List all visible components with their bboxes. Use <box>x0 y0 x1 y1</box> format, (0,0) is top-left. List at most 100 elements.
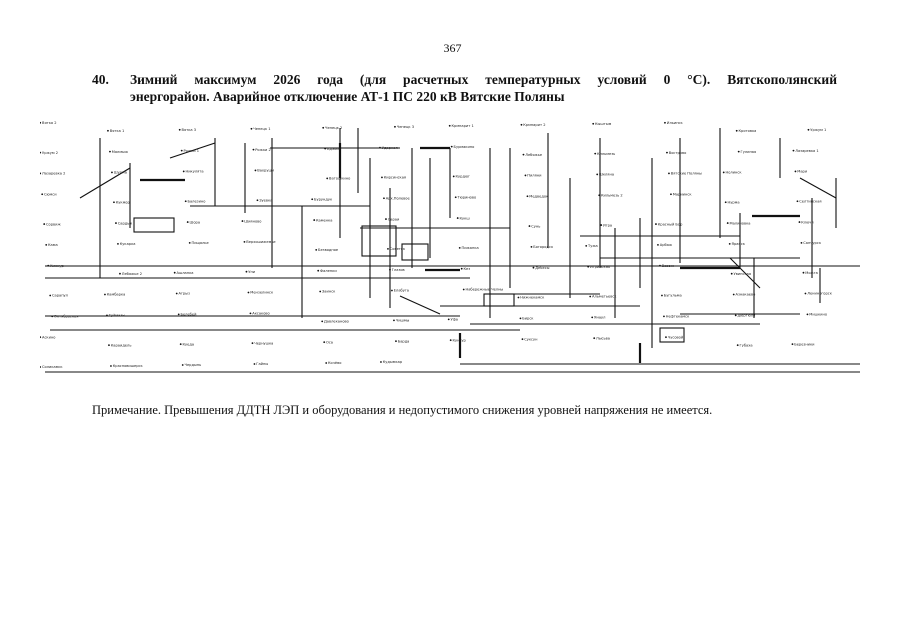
station-node <box>110 365 112 367</box>
station-label: Гулиная <box>741 150 757 154</box>
station-node <box>111 171 113 174</box>
station-node <box>796 200 799 203</box>
station-node <box>319 290 322 293</box>
station-label: Оса <box>326 340 333 344</box>
station-label: Кама <box>48 243 58 247</box>
station-node <box>253 363 256 365</box>
station-node <box>735 129 738 132</box>
station-label: Бурундук <box>314 197 333 201</box>
station-node <box>317 269 320 272</box>
station-node <box>391 289 393 292</box>
station-node <box>108 344 110 347</box>
station-label: Набережные Челны <box>466 288 504 292</box>
station-node <box>40 366 42 368</box>
station-node <box>178 128 181 131</box>
station-label: Вятские Поляны <box>671 172 702 176</box>
station-node <box>722 171 725 174</box>
station-node <box>394 125 396 128</box>
station-label: Гайны <box>256 362 268 366</box>
station-label: Белебей <box>181 313 198 317</box>
station-label: Медведок <box>529 194 549 198</box>
station-node <box>448 124 451 127</box>
station-label: Дебесы <box>535 266 549 270</box>
station-node <box>40 151 42 154</box>
station-node <box>322 126 325 129</box>
station-node <box>41 193 44 196</box>
station-node <box>393 319 395 322</box>
station-label: Мензелинск <box>250 291 274 295</box>
station-node <box>256 199 259 202</box>
station-node <box>737 150 740 153</box>
station-label: Уфа <box>451 318 458 322</box>
station-label: Кез <box>464 267 471 271</box>
station-label: Вятка 2 <box>42 121 57 125</box>
station-label: Чепецк 2 <box>325 126 342 130</box>
station-node <box>670 193 672 196</box>
station-label: Яранск <box>732 242 746 246</box>
station-label: Дюртюли <box>738 314 757 318</box>
station-label: Давлеканово <box>324 320 349 324</box>
station-label: Кильмезь <box>597 152 615 156</box>
station-label: Нурма <box>728 200 740 204</box>
station-label: Кукш <box>460 216 470 220</box>
station-node <box>807 128 810 131</box>
station-node <box>450 145 453 148</box>
station-node <box>661 294 663 297</box>
station-label: Азнакаево <box>736 293 756 297</box>
station-label: Игра <box>603 223 612 227</box>
station-label: Альметьевск <box>592 295 617 299</box>
station-node <box>736 344 739 347</box>
station-label: Ильинск <box>667 121 684 125</box>
page-heading: 40.Зимний максимум 2026 года (для расчет… <box>92 71 837 105</box>
station-label: Крмпарит 2 <box>523 123 545 127</box>
station-node <box>251 342 254 345</box>
station-node <box>254 169 257 172</box>
station-label: Уржум 2 <box>42 151 58 155</box>
station-node <box>532 266 535 269</box>
station-node <box>389 268 391 271</box>
station-node <box>592 122 595 125</box>
station-node <box>802 271 805 274</box>
station-label: Курдюг <box>456 175 470 179</box>
station-label: Рожки 2 <box>255 148 271 152</box>
station-label: Уни <box>248 270 256 274</box>
station-node <box>104 293 106 296</box>
station-node <box>179 343 182 346</box>
station-node <box>522 153 525 156</box>
station-node <box>188 241 191 244</box>
station-label: Мариинск <box>673 192 693 196</box>
station-label: Аджим <box>327 147 341 151</box>
heading-line-1: 40.Зимний максимум 2026 года (для расчет… <box>92 71 837 88</box>
station-label: Вострово <box>669 151 687 155</box>
station-label: Пиляни <box>527 174 542 178</box>
station-node <box>321 320 324 323</box>
station-node <box>180 149 183 152</box>
station-label: Верхошижемье <box>246 240 276 244</box>
station-label: Балезино <box>188 199 206 203</box>
station-node <box>323 341 326 344</box>
station-label: Кильмезь 2 <box>601 193 623 197</box>
station-label: Чепецк 3 <box>397 125 414 129</box>
station-label: Суксун <box>524 337 538 341</box>
station-label: Кудымкар <box>383 360 403 364</box>
station-label: Аскино <box>42 335 56 339</box>
station-node <box>387 247 389 250</box>
station-node <box>250 127 253 130</box>
station-node <box>792 149 795 152</box>
station-label: Богородск <box>533 245 554 249</box>
station-node <box>460 267 463 270</box>
station-label: Янаул <box>594 316 605 320</box>
station-node <box>186 221 189 223</box>
station-label: Чишмы <box>396 319 410 323</box>
station-label: Ударная <box>382 146 398 150</box>
station-node <box>728 242 731 245</box>
station-node <box>454 196 457 199</box>
station-node <box>804 292 807 295</box>
station-node <box>591 316 594 319</box>
station-node <box>449 339 452 342</box>
station-node <box>395 340 397 343</box>
station-label: Лазаревка 2 <box>42 172 65 176</box>
station-node <box>43 223 46 225</box>
